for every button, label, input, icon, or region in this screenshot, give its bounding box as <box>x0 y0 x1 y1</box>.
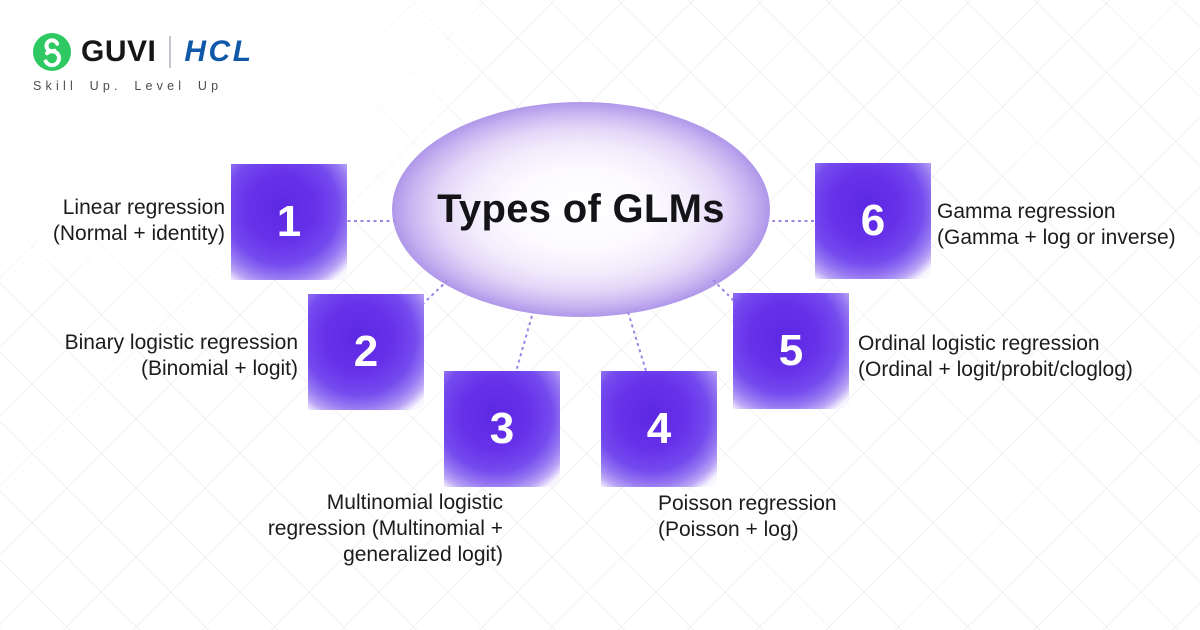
node-circle-3: 3 <box>444 371 560 487</box>
node-number-6: 6 <box>860 196 886 245</box>
brand-logo: GUVI HCL Skill Up. Level Up <box>33 33 254 93</box>
connector-node-6 <box>772 220 819 222</box>
node-label-1: Linear regression (Normal + identity) <box>52 196 225 245</box>
guvi-logo-icon <box>33 33 71 71</box>
node-circle-5: 5 <box>733 293 849 409</box>
logo-row: GUVI HCL <box>33 33 254 71</box>
logo-divider <box>169 36 172 68</box>
node-number-1: 1 <box>276 197 302 246</box>
node-number-2: 2 <box>353 327 379 376</box>
guvi-g-glyph <box>42 38 62 68</box>
diagram-title: Types of GLMs <box>437 187 725 231</box>
node-circle-1: 1 <box>231 164 347 280</box>
node-label-2: Binary logistic regression (Binomial + l… <box>64 331 298 380</box>
node-label-5: Ordinal logistic regression (Ordinal + l… <box>858 332 1133 381</box>
guvi-wordmark: GUVI <box>81 35 157 68</box>
node-label-4: Poisson regression (Poisson + log) <box>658 492 837 541</box>
connector-node-3 <box>514 311 535 376</box>
node-label-3: Multinomial logistic regression (Multino… <box>267 491 503 566</box>
node-number-5: 5 <box>778 326 804 375</box>
node-circle-2: 2 <box>308 294 424 410</box>
node-label-6: Gamma regression (Gamma + log or inverse… <box>937 200 1176 249</box>
node-number-4: 4 <box>646 404 672 453</box>
node-circle-6: 6 <box>815 163 931 279</box>
hub-ellipse: Types of GLMs <box>392 102 770 317</box>
connector-node-1 <box>341 220 395 222</box>
node-number-3: 3 <box>489 404 515 453</box>
node-circle-4: 4 <box>601 371 717 487</box>
hcl-wordmark: HCL <box>184 35 254 68</box>
connector-node-4 <box>627 311 650 379</box>
brand-tagline: Skill Up. Level Up <box>33 79 223 93</box>
